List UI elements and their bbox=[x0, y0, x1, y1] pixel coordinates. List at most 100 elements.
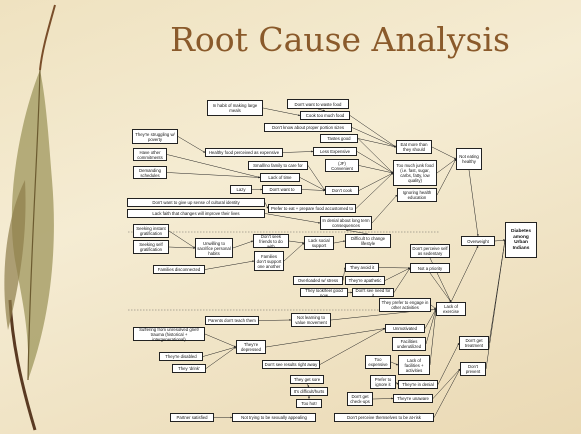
connector-arrow bbox=[317, 108, 326, 112]
connector-arrow bbox=[265, 327, 386, 348]
connector-arrow bbox=[202, 346, 237, 357]
connector-arrow bbox=[485, 239, 506, 370]
diagram-node: Don't want to bbox=[262, 185, 302, 194]
diagram-node: Too much junk food (i.e. fast, sugar, ca… bbox=[393, 160, 437, 186]
connector-arrow bbox=[301, 189, 326, 192]
connector-arrow bbox=[264, 213, 321, 224]
connector-arrow bbox=[429, 308, 437, 366]
connector-arrow bbox=[358, 165, 394, 174]
page-title: Root Cause Analysis bbox=[170, 20, 510, 59]
diagram-node: Parents don't teach them bbox=[205, 316, 259, 325]
connector-arrow bbox=[264, 202, 269, 209]
connector-arrow bbox=[433, 368, 461, 418]
diagram-node: Ignoring health education bbox=[397, 188, 437, 202]
diagram-node: Don't see need for it bbox=[352, 288, 394, 298]
diagram-node: Unmotivated bbox=[385, 324, 425, 333]
diagram-node: Too expensive bbox=[365, 355, 391, 369]
connector-arrow bbox=[205, 346, 237, 369]
diagram-node: It's difficult/hurts bbox=[290, 387, 328, 396]
diagram-node: They're unaware bbox=[393, 394, 433, 403]
connector-arrow bbox=[384, 267, 411, 281]
diagram-node: Don't want to waste food bbox=[287, 99, 349, 109]
connector-arrow bbox=[333, 240, 346, 244]
connector-arrow bbox=[166, 172, 261, 179]
diagram-node: Suffering from unresolved grief/ trauma … bbox=[133, 327, 205, 342]
connector-arrow bbox=[232, 240, 254, 249]
diagram-node: Don't know about proper portion sizes bbox=[264, 123, 352, 132]
connector-arrow bbox=[431, 146, 457, 160]
connector-arrow bbox=[262, 107, 301, 117]
diagram-node: Tastes good bbox=[320, 134, 358, 143]
diagram-node: Lack faith that changes will improve the… bbox=[127, 209, 265, 218]
connector-arrow bbox=[436, 158, 457, 196]
diagram-node: Less Expensive bbox=[313, 147, 357, 156]
connector-arrow bbox=[393, 267, 411, 293]
connector-arrow bbox=[177, 136, 206, 153]
connector-arrow bbox=[319, 328, 386, 365]
connector-arrow bbox=[390, 361, 399, 366]
connector-arrow bbox=[283, 242, 305, 262]
diagram-node: In denial about long term consequences bbox=[320, 216, 372, 230]
diagram-node: Lack of facilities + activities bbox=[398, 355, 430, 375]
connector-arrow bbox=[425, 308, 437, 345]
diagram-node: Healthy food perceived as expensive bbox=[205, 148, 283, 157]
diagram-node: Overweight bbox=[461, 236, 495, 246]
diagram-node: They're in denial bbox=[398, 380, 438, 389]
diagram-node: They're depressed bbox=[236, 340, 266, 354]
diagram-node: They avoid it bbox=[345, 263, 379, 272]
connector-arrow bbox=[437, 342, 460, 385]
diagram-node: They prefer to engage in other activitie… bbox=[379, 298, 431, 312]
diagram-node: Don't perceive themselves to be at-risk bbox=[334, 413, 434, 422]
connector-arrow bbox=[395, 381, 399, 385]
diagram-node: Not a priority bbox=[410, 263, 450, 273]
connector-arrow bbox=[357, 138, 397, 148]
diagram-node: Seeking instant gratification bbox=[133, 224, 169, 238]
diagram-node: They're disabled bbox=[159, 352, 203, 361]
diagram-node: Lack social support bbox=[304, 236, 334, 250]
connector-arrow bbox=[258, 319, 292, 322]
diagram-node: Overloaded w/ stress bbox=[293, 276, 343, 285]
diagram-node: Cook too much food bbox=[300, 111, 350, 120]
connector-arrow bbox=[358, 172, 394, 191]
connector-arrow bbox=[357, 138, 394, 174]
connector-arrow bbox=[468, 169, 479, 237]
diagram-node: Don't seek friends to do with bbox=[253, 234, 289, 249]
diagram-node: They look/feel good now bbox=[300, 288, 348, 298]
diagram-node: Not learning to value movement bbox=[291, 313, 331, 327]
diagram-node: Facilities underutilized bbox=[392, 337, 426, 351]
diagram-node: Don't get check-ups bbox=[347, 392, 373, 406]
diagram-node: Don't perceive self as sedentary bbox=[410, 244, 450, 258]
diagram-node: Small/no family to care for bbox=[248, 161, 308, 170]
diagram-node: (JF) Convenient bbox=[325, 159, 359, 172]
diagram-node: Not eating healthy bbox=[456, 148, 482, 170]
connector-arrow bbox=[288, 240, 305, 244]
connector-arrow bbox=[429, 272, 452, 303]
connector-arrow bbox=[371, 194, 398, 224]
connector-arrow bbox=[378, 266, 411, 269]
diagram-node: Don't want to give up sense of cultural … bbox=[127, 198, 265, 207]
diagram-node: Prefer to ignore it bbox=[370, 375, 396, 389]
diagram-node: Seeking self gratification bbox=[133, 240, 169, 254]
diagram-node: Have other commitments bbox=[133, 148, 167, 161]
diagram-node: They get sore bbox=[290, 375, 324, 384]
connector-arrow bbox=[168, 246, 196, 249]
connector-arrow bbox=[168, 230, 196, 249]
diagram-node: Don't see results right away bbox=[262, 360, 320, 369]
connector-arrow bbox=[306, 383, 310, 388]
connector-arrow bbox=[424, 308, 437, 329]
connector-arrow bbox=[356, 151, 394, 174]
connector-arrow bbox=[204, 260, 255, 270]
diagram-node: In habit of making large meals bbox=[207, 100, 263, 116]
diagram-node: Lack of time bbox=[260, 173, 300, 182]
connector-arrow bbox=[342, 267, 346, 281]
diagram-node: Eat more than they should bbox=[396, 140, 432, 154]
diagram-node: Difficult to change lifestyle bbox=[345, 234, 391, 248]
diagram-node: They're struggling w/ poverty bbox=[132, 129, 178, 144]
leaf-decoration bbox=[4, 4, 56, 431]
connector-arrow bbox=[351, 127, 397, 148]
diagram-node: Lack of exercise bbox=[436, 302, 466, 316]
diagram-node: Families disconnected bbox=[153, 265, 205, 274]
connector-arrow bbox=[372, 397, 394, 400]
diagram-node: Diabetes among Urban Indians bbox=[505, 222, 537, 258]
diagram-node: Lazy bbox=[230, 185, 252, 194]
